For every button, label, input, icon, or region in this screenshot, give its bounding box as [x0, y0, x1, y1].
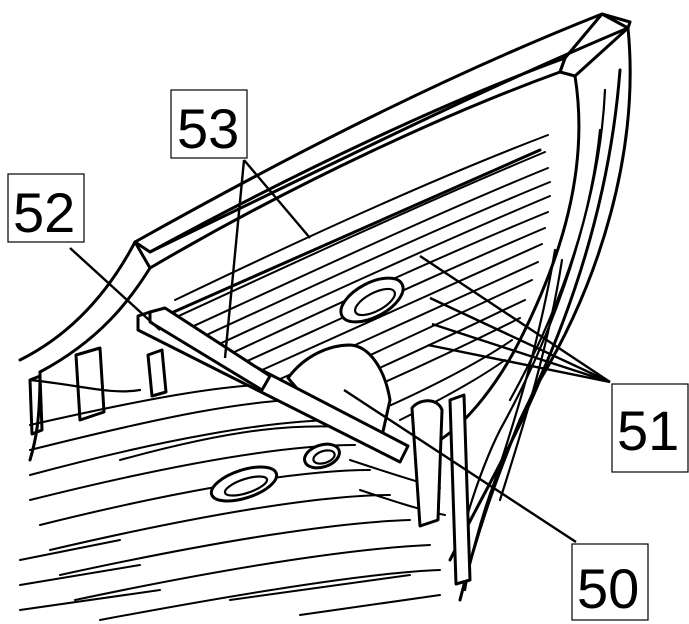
label-50: 50 [571, 543, 649, 621]
lower-hatch-left [209, 465, 279, 503]
front-post-2 [448, 393, 472, 586]
lower-hatch-right-inner [312, 449, 336, 465]
lower-hatch-left-inner [223, 475, 269, 497]
label-51-text: 51 [617, 399, 679, 462]
dome-bulkhead [286, 343, 392, 438]
label-53-text: 53 [177, 97, 239, 160]
left-frame-posts [28, 346, 168, 436]
leader-lines [69, 159, 611, 544]
upper-hatch [339, 276, 405, 324]
upper-hatch-inner [354, 287, 396, 317]
label-53: 53 [170, 89, 248, 160]
front-post [410, 399, 444, 528]
label-52-text: 52 [13, 181, 75, 244]
bow-stem [438, 26, 632, 602]
short-beam [148, 306, 272, 392]
label-51: 51 [611, 383, 689, 473]
label-50-text: 50 [577, 557, 639, 620]
lower-deck-planks [19, 383, 446, 621]
label-52: 52 [7, 173, 85, 244]
